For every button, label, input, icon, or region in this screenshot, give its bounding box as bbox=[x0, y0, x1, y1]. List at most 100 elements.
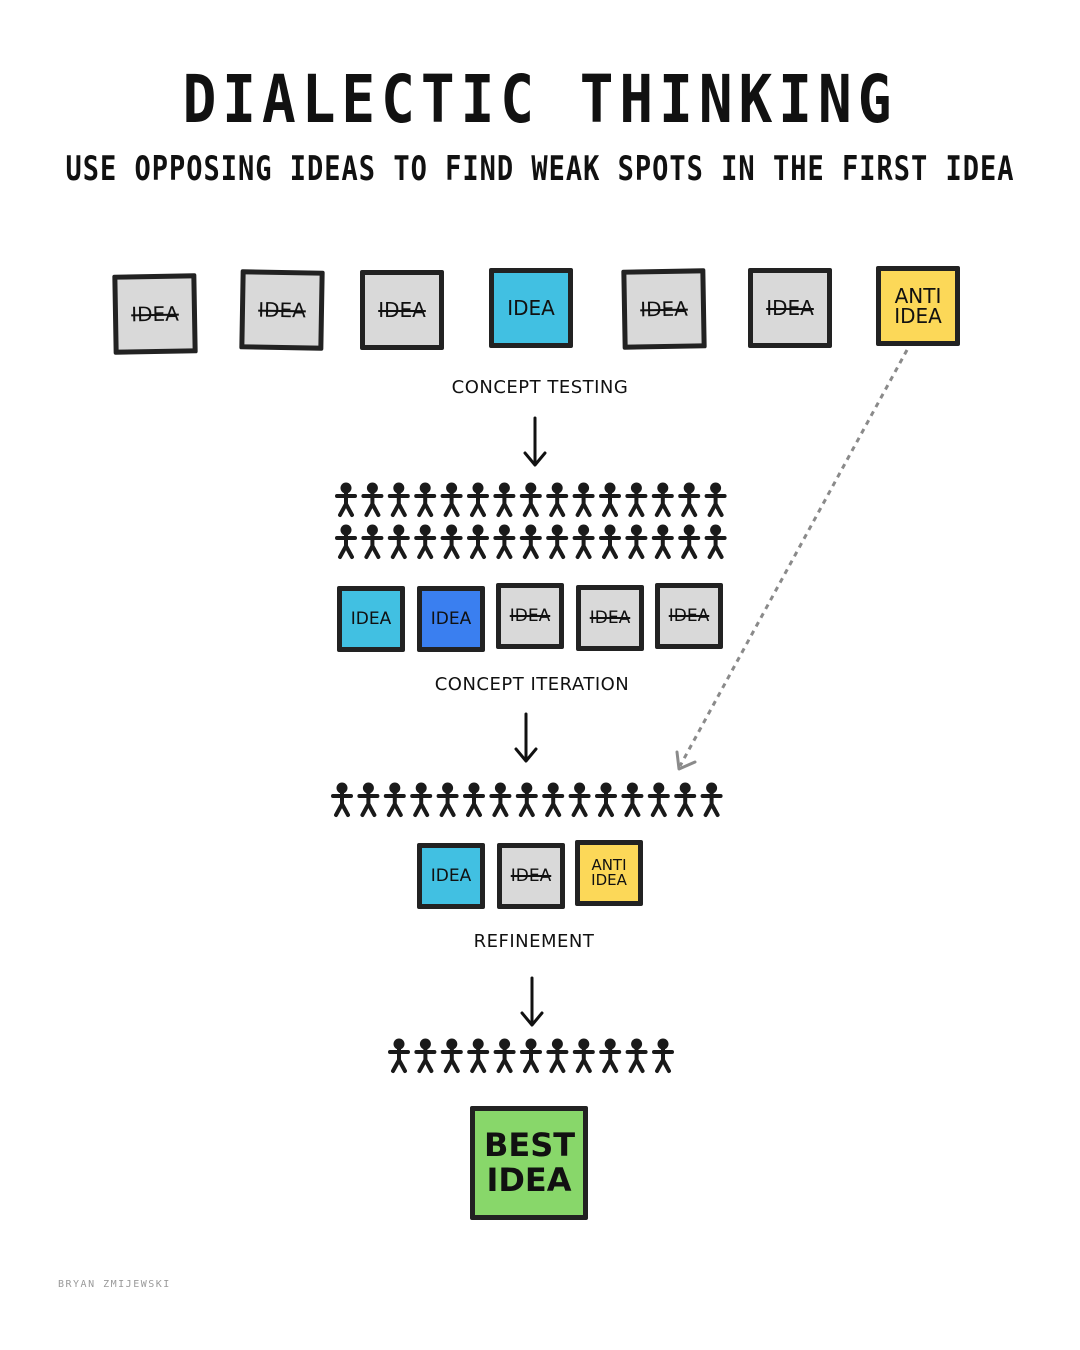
person-icon bbox=[436, 782, 459, 817]
person-icon bbox=[700, 782, 723, 817]
initial-idea-card-2: IDEA bbox=[239, 269, 325, 351]
anti-idea-label: ANTI IDEA bbox=[894, 284, 942, 328]
person-icon bbox=[651, 524, 674, 559]
down-arrow-icon bbox=[520, 976, 544, 1027]
idea-label: IDEA bbox=[639, 296, 689, 322]
person-icon bbox=[331, 782, 353, 817]
person-icon bbox=[387, 482, 410, 517]
person-icon bbox=[357, 782, 380, 817]
initial-idea-card-4: IDEA bbox=[489, 268, 573, 348]
person-icon bbox=[414, 482, 437, 517]
person-icon bbox=[546, 524, 569, 559]
down-arrow-icon bbox=[523, 416, 547, 467]
stage-label-refinement: REFINEMENT bbox=[473, 931, 595, 952]
person-icon bbox=[440, 482, 463, 517]
initial-anti-idea-card: ANTI IDEA bbox=[876, 266, 960, 346]
person-icon bbox=[519, 482, 542, 517]
idea-label: IDEA bbox=[766, 296, 814, 320]
iteration-idea-card-2: IDEA bbox=[417, 586, 485, 652]
person-icon bbox=[546, 482, 569, 517]
person-icon bbox=[647, 782, 670, 817]
idea-label: IDEA bbox=[130, 301, 180, 327]
idea-label: IDEA bbox=[378, 298, 426, 322]
down-arrow-icon bbox=[514, 712, 538, 763]
person-icon bbox=[652, 1038, 674, 1073]
person-icon bbox=[383, 782, 406, 817]
anti-idea-label: ANTI IDEA bbox=[591, 856, 627, 889]
page-title: DIALECTIC THINKING bbox=[182, 62, 898, 139]
person-icon bbox=[625, 482, 648, 517]
person-icon bbox=[410, 782, 433, 817]
idea-label: IDEA bbox=[430, 865, 472, 886]
person-icon bbox=[599, 482, 621, 517]
person-icon bbox=[463, 782, 485, 817]
refinement-idea-card-1: IDEA bbox=[417, 843, 485, 909]
initial-idea-card-1: IDEA bbox=[112, 273, 198, 355]
person-icon bbox=[515, 782, 538, 817]
person-icon bbox=[489, 782, 512, 817]
refinement-anti-idea-card: ANTI IDEA bbox=[575, 840, 643, 906]
person-icon bbox=[387, 524, 410, 559]
person-icon bbox=[519, 524, 542, 559]
idea-label: IDEA bbox=[668, 605, 710, 626]
person-icon bbox=[542, 782, 565, 817]
person-icon bbox=[599, 1038, 622, 1073]
stage-label-concept-iteration: CONCEPT ITERATION bbox=[434, 674, 630, 695]
initial-idea-card-3: IDEA bbox=[360, 270, 444, 350]
best-idea-card: BEST IDEA bbox=[470, 1106, 588, 1220]
idea-label: IDEA bbox=[510, 865, 552, 886]
stage-label-concept-testing: CONCEPT TESTING bbox=[451, 377, 629, 398]
idea-label: IDEA bbox=[509, 605, 551, 626]
person-icon bbox=[678, 524, 701, 559]
person-icon bbox=[572, 482, 595, 517]
person-icon bbox=[625, 524, 648, 559]
person-icon bbox=[361, 482, 384, 517]
person-icon bbox=[572, 1038, 595, 1073]
page-subtitle: USE OPPOSING IDEAS TO FIND WEAK SPOTS IN… bbox=[65, 150, 1015, 189]
person-icon bbox=[520, 1038, 542, 1073]
best-idea-label: BEST IDEA bbox=[484, 1125, 576, 1199]
person-icon bbox=[625, 1038, 648, 1073]
person-icon bbox=[493, 1038, 516, 1073]
refinement-idea-card-2: IDEA bbox=[497, 843, 565, 909]
iteration-idea-card-4: IDEA bbox=[576, 585, 644, 651]
person-icon bbox=[335, 524, 357, 559]
idea-label: IDEA bbox=[257, 297, 307, 323]
person-icon bbox=[361, 524, 384, 559]
idea-label: IDEA bbox=[350, 608, 392, 629]
iteration-idea-card-1: IDEA bbox=[337, 586, 405, 652]
iteration-idea-card-3: IDEA bbox=[496, 583, 564, 649]
person-icon bbox=[704, 524, 727, 559]
person-icon bbox=[678, 482, 701, 517]
person-icon bbox=[546, 1038, 569, 1073]
person-icon bbox=[704, 482, 727, 517]
person-icon bbox=[572, 524, 595, 559]
author-signature: BRYAN ZMIJEWSKI bbox=[58, 1279, 171, 1290]
person-icon bbox=[467, 524, 489, 559]
idea-label: IDEA bbox=[507, 296, 555, 320]
person-icon bbox=[467, 1038, 490, 1073]
person-icon bbox=[388, 1038, 410, 1073]
person-icon bbox=[595, 782, 617, 817]
idea-label: IDEA bbox=[589, 607, 631, 628]
person-icon bbox=[651, 482, 674, 517]
person-icon bbox=[440, 1038, 463, 1073]
person-icon bbox=[493, 524, 516, 559]
idea-label: IDEA bbox=[430, 608, 472, 629]
initial-idea-card-5: IDEA bbox=[621, 268, 707, 350]
iteration-idea-card-5: IDEA bbox=[655, 583, 723, 649]
person-icon bbox=[414, 524, 437, 559]
person-icon bbox=[335, 482, 357, 517]
crowd-refinement bbox=[388, 1038, 674, 1073]
person-icon bbox=[621, 782, 644, 817]
initial-idea-card-6: IDEA bbox=[748, 268, 832, 348]
person-icon bbox=[493, 482, 516, 517]
person-icon bbox=[568, 782, 591, 817]
crowd-iteration bbox=[331, 782, 723, 817]
person-icon bbox=[674, 782, 697, 817]
crowd-testing bbox=[335, 482, 727, 559]
person-icon bbox=[414, 1038, 437, 1073]
person-icon bbox=[440, 524, 463, 559]
person-icon bbox=[467, 482, 489, 517]
person-icon bbox=[599, 524, 621, 559]
